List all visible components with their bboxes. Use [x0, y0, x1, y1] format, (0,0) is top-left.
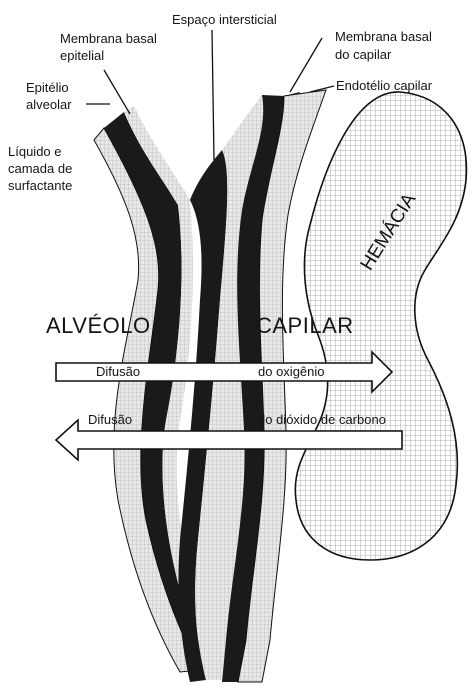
label-membrana-basal-epitelial-line2: epitelial: [60, 48, 104, 64]
label-membrana-basal-capilar-line2: do capilar: [335, 47, 391, 63]
pointer-membrana-basal-epitelial: [104, 70, 130, 114]
label-membrana-basal-epitelial-line1: Membrana basal: [60, 31, 157, 47]
label-liquido-line2: camada de: [8, 161, 72, 177]
label-endotelio-capilar: Endotélio capilar: [336, 78, 432, 94]
label-difusao-o2-left: Difusão: [96, 364, 140, 379]
label-epitelio-alveolar-line2: alveolar: [26, 97, 72, 113]
label-epitelio-alveolar-line1: Epitélio: [26, 80, 69, 96]
label-difusao-co2-left: Difusão: [88, 412, 132, 427]
label-alveolo: ALVÉOLO: [46, 313, 151, 339]
label-difusao-co2-right: do dióxido de carbono: [258, 412, 386, 427]
label-liquido-line1: Líquido e: [8, 144, 62, 160]
label-capilar: CAPILAR: [256, 313, 354, 339]
pointer-espaco-intersticial: [212, 30, 214, 160]
label-difusao-o2-right: do oxigênio: [258, 364, 325, 379]
pointer-membrana-basal-capilar: [290, 38, 322, 92]
label-membrana-basal-capilar-line1: Membrana basal: [335, 29, 432, 45]
label-espaco-intersticial: Espaço intersticial: [172, 12, 277, 28]
label-liquido-line3: surfactante: [8, 178, 72, 194]
